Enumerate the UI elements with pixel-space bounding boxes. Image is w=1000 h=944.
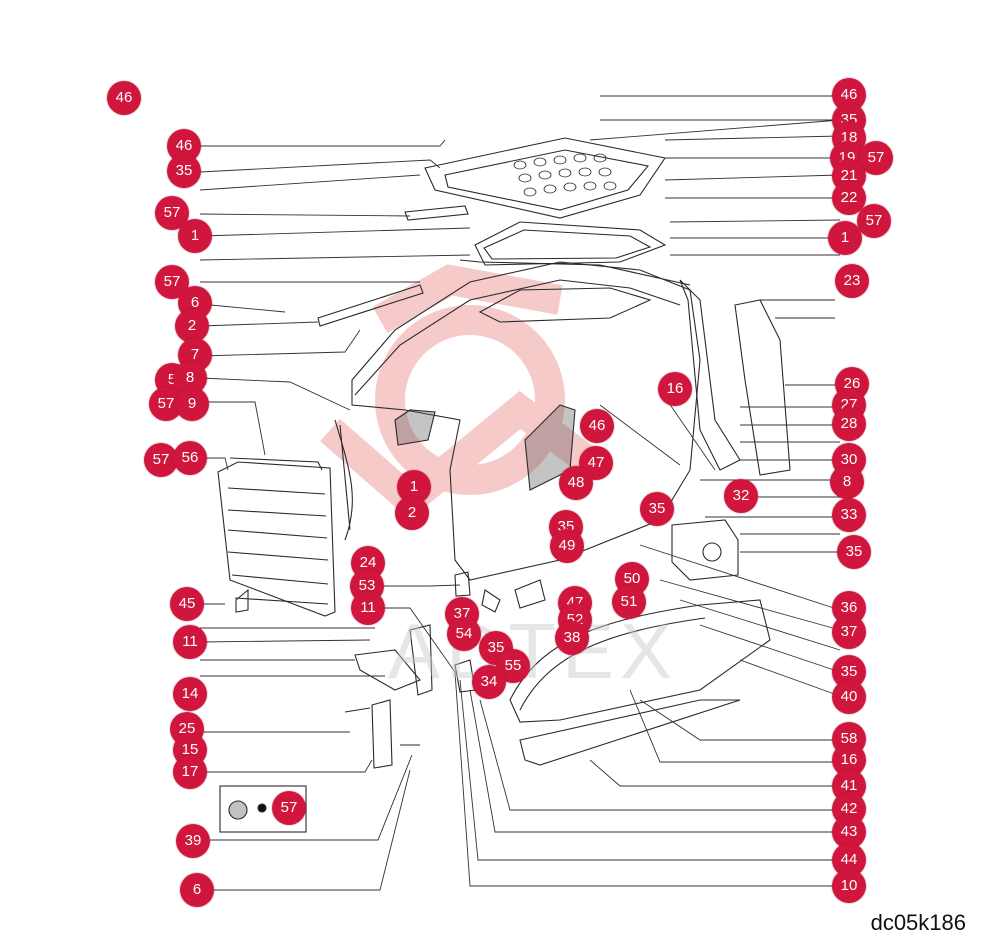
callout-badge[interactable]: 35 (167, 154, 201, 188)
sunroof-panel (478, 287, 652, 323)
callout-badge[interactable]: 17 (173, 755, 207, 789)
callout-badge[interactable]: 48 (559, 466, 593, 500)
callout-badge[interactable]: 49 (550, 529, 584, 563)
callout-badge[interactable]: 1 (828, 221, 862, 255)
callout-badge[interactable]: 16 (658, 372, 692, 406)
callout-badge[interactable]: 34 (472, 665, 506, 699)
lower-step (519, 699, 741, 766)
callout-badge[interactable]: 14 (173, 677, 207, 711)
lower-sill (509, 599, 771, 723)
hatch-seal (474, 221, 667, 266)
callout-badge[interactable]: 35 (640, 492, 674, 526)
callout-badge[interactable]: 46 (580, 409, 614, 443)
callout-badge[interactable]: 39 (176, 824, 210, 858)
callout-badge[interactable]: 11 (351, 591, 385, 625)
kit-inset-frame (219, 785, 307, 833)
callout-badge[interactable]: 11 (173, 625, 207, 659)
callout-badge[interactable]: 8 (830, 465, 864, 499)
hatch-grid (513, 153, 617, 197)
callout-badge[interactable]: 38 (555, 621, 589, 655)
callout-badge[interactable]: 2 (175, 309, 209, 343)
rear-pillar (679, 279, 741, 471)
callout-badge[interactable]: 1 (178, 219, 212, 253)
callout-badge[interactable]: 37 (832, 615, 866, 649)
side-window-right (524, 404, 576, 491)
callout-badge[interactable]: 10 (832, 869, 866, 903)
callout-badge[interactable]: 6 (180, 873, 214, 907)
radiator-grille (217, 457, 336, 617)
rear-trim-panel (734, 299, 791, 476)
callout-badge[interactable]: 23 (835, 264, 869, 298)
watermark-gear (320, 264, 609, 520)
callout-badge[interactable]: 57 (857, 204, 891, 238)
roof-hatch-frame (424, 137, 666, 219)
callout-badge[interactable]: 57 (144, 443, 178, 477)
cab-hood (351, 261, 701, 581)
hinge-left (354, 649, 421, 691)
callout-badge[interactable]: 57 (859, 141, 893, 175)
callout-badge[interactable]: 40 (832, 680, 866, 714)
side-window-left (394, 409, 436, 446)
callout-badge[interactable]: 33 (832, 498, 866, 532)
callout-badge[interactable]: 9 (175, 387, 209, 421)
callout-badge[interactable]: 57 (272, 791, 306, 825)
callout-badge[interactable]: 2 (395, 496, 429, 530)
callout-badge[interactable]: 54 (447, 617, 481, 651)
drawing-code: dc05k186 (870, 910, 966, 935)
callout-badge[interactable]: 35 (837, 535, 871, 569)
callout-badge[interactable]: 46 (107, 81, 141, 115)
callout-badge[interactable]: 28 (832, 407, 866, 441)
callout-badge[interactable]: 56 (173, 441, 207, 475)
callout-badge[interactable]: 55 (496, 649, 530, 683)
callout-badge[interactable]: 26 (835, 367, 869, 401)
callout-badge[interactable]: 32 (724, 479, 758, 513)
callout-badge[interactable]: 45 (170, 587, 204, 621)
bracket-box (671, 519, 739, 581)
callout-badge[interactable]: 51 (612, 585, 646, 619)
hinge-plate (371, 699, 393, 769)
